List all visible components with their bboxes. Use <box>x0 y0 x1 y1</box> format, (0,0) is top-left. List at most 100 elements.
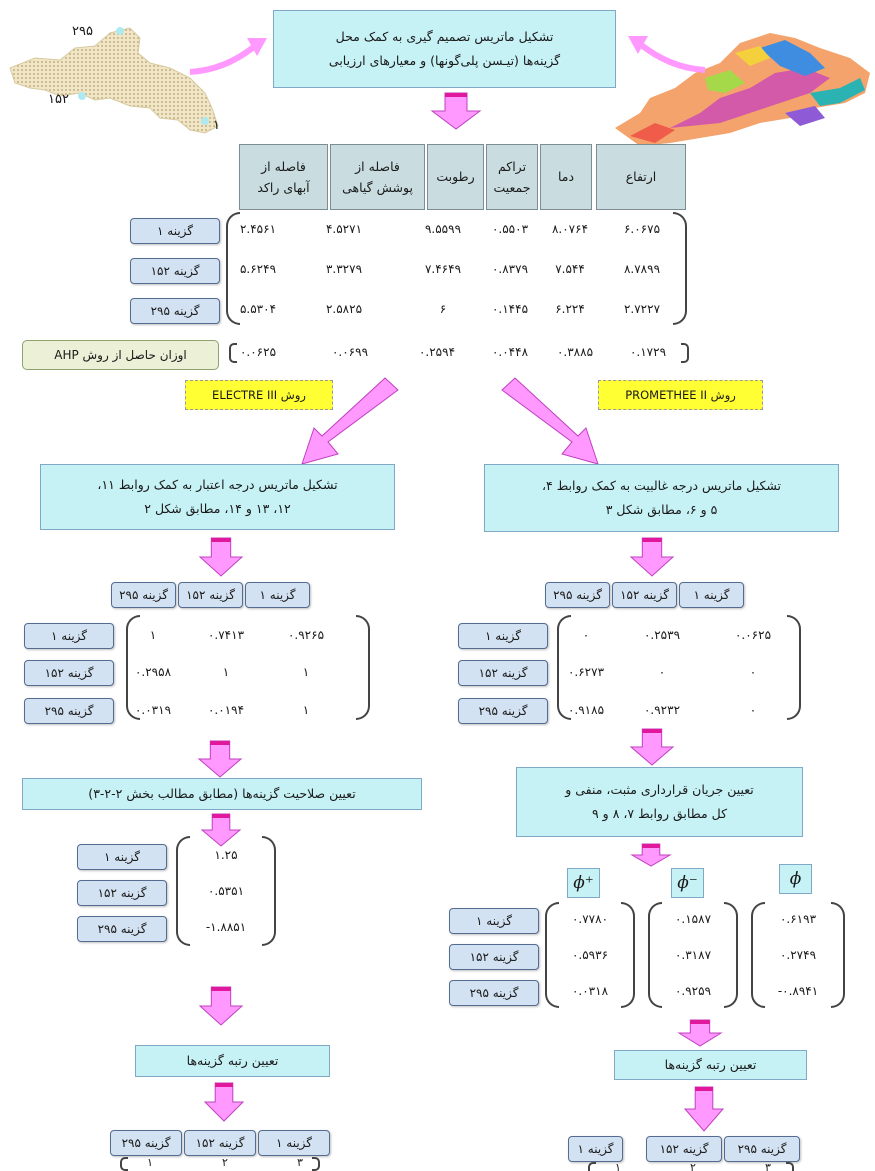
matrix-cell: ۱ <box>302 665 310 679</box>
promethee-method-tag: روش PROMETHEE II <box>598 380 763 410</box>
promethee-matrix-bracket-right <box>787 615 801 720</box>
matrix-cell: ۰.۸۳۷۹ <box>491 262 529 276</box>
electre-rank-bracket-left <box>120 1157 128 1171</box>
matrix-cell: ۵.۶۲۴۹ <box>239 262 277 276</box>
criterion-line1: رطوبت <box>436 169 475 185</box>
rank-value: ۳ <box>765 1161 771 1171</box>
promethee-step1-line1: تشکیل ماتریس درجه غالبیت به کمک روابط ۴، <box>541 478 782 494</box>
electre-step1-box: تشکیل ماتریس درجه اعتبار به کمک روابط ۱۱… <box>40 464 395 530</box>
matrix-col-header: گزینه ۲۹۵ <box>545 582 610 608</box>
map-label-1: ۱ <box>213 118 220 133</box>
electre-method-tag: روش ELECTRE III <box>185 380 333 410</box>
criterion-header: دما <box>540 144 592 210</box>
matrix-cell: ۶ <box>439 302 447 316</box>
rank-header: گزینه ۲۹۵ <box>724 1136 800 1162</box>
qual-row-label: گزینه ۱ <box>77 844 167 870</box>
matrix-cell: ۰.۹۲۳۲ <box>643 703 681 717</box>
rank-value: ۲ <box>690 1161 696 1171</box>
phi-plus-value: ۰.۰۳۱۸ <box>571 984 609 998</box>
matrix-row-label: گزینه ۱۵۲ <box>24 660 114 686</box>
weight-value: ۰.۰۶۹۹ <box>331 345 369 359</box>
phi-minus-value: ۰.۳۱۸۷ <box>674 948 712 962</box>
flow-row-label: گزینه ۱ <box>449 908 539 934</box>
diagonal-arrow-electre <box>301 377 399 465</box>
matrix-cell: ۰.۷۴۱۳ <box>207 628 245 642</box>
down-arrow <box>203 1082 245 1122</box>
electre-step3-box: تعیین رتبه گزینه‌ها <box>135 1045 330 1077</box>
matrix-row-label: گزینه ۲۹۵ <box>458 698 548 724</box>
down-arrow <box>198 537 244 577</box>
matrix-cell: ۹.۵۵۹۹ <box>424 222 462 236</box>
top-box-line2: گزینه‌ها (تیـسن پلی‌گونها) و معیارهای ار… <box>328 53 561 68</box>
matrix-col-header: گزینه ۱ <box>245 582 310 608</box>
matrix-row-label: گزینه ۱ <box>24 623 114 649</box>
promethee-step1-box: تشکیل ماتریس درجه غالبیت به کمک روابط ۴،… <box>484 464 839 532</box>
down-arrow <box>200 813 242 847</box>
matrix-col-header: گزینه ۱ <box>679 582 744 608</box>
weight-value: ۰.۳۸۸۵ <box>556 345 594 359</box>
matrix-cell: ۴.۵۲۷۱ <box>325 222 363 236</box>
matrix-cell: ۰ <box>658 665 666 679</box>
criterion-line1: فاصله از <box>355 158 400 174</box>
map-label-295: ۲۹۵ <box>72 24 93 39</box>
phi-plus-value: ۰.۵۹۳۶ <box>571 948 609 962</box>
matrix-cell: ۰.۰۱۹۴ <box>207 703 245 717</box>
rank-header: گزینه ۱ <box>258 1130 330 1156</box>
weights-bracket-left <box>229 343 237 363</box>
rank-value: ۳ <box>297 1156 303 1169</box>
matrix-cell: ۸.۰۷۶۴ <box>551 222 589 236</box>
down-arrow <box>683 1086 725 1132</box>
criterion-line2: پوشش گیاهی <box>342 180 413 195</box>
matrix-col-header: گزینه ۱۵۲ <box>178 582 243 608</box>
matrix-col-header: گزینه ۲۹۵ <box>111 582 176 608</box>
electre-step1-line2: ۱۲، ۱۳ و ۱۴، مطابق شکل ۲ <box>144 501 291 516</box>
rank-value: ۱ <box>615 1161 621 1171</box>
rank-value: ۱ <box>147 1156 153 1169</box>
down-arrow <box>677 1019 723 1047</box>
rank-header: گزینه ۱ <box>568 1136 623 1162</box>
down-arrow <box>629 537 675 577</box>
qual-value: ۱.۲۵ <box>214 848 238 862</box>
phi-net-bracket-right <box>831 902 845 1008</box>
matrix-cell: ۶.۰۶۷۵ <box>623 222 661 236</box>
flow-row-label: گزینه ۲۹۵ <box>449 980 539 1006</box>
down-arrow <box>630 843 672 867</box>
criterion-line1: دما <box>557 169 575 185</box>
matrix-cell: ۱ <box>222 665 230 679</box>
curved-arrow-left <box>189 38 267 75</box>
down-arrow <box>198 986 244 1026</box>
matrix-cell: ۲.۷۲۲۷ <box>623 302 661 316</box>
diagonal-arrow-promethee <box>501 377 599 465</box>
ahp-weights-label: اوزان حاصل از روش AHP <box>22 340 219 370</box>
criterion-line1: فاصله از <box>261 158 306 174</box>
rank-header: گزینه ۱۵۲ <box>184 1130 256 1156</box>
matrix-cell: ۰.۵۵۰۳ <box>491 222 529 236</box>
electre-step1-line1: تشکیل ماتریس درجه اعتبار به کمک روابط ۱۱… <box>97 477 338 493</box>
alternative-label: گزینه ۱۵۲ <box>130 258 220 284</box>
matrix-cell: ۰ <box>749 665 757 679</box>
rank-value: ۲ <box>222 1156 228 1169</box>
promethee-step1-line2: ۵ و ۶، مطابق شکل ۳ <box>605 502 718 517</box>
matrix-cell: ۲.۵۸۲۵ <box>325 302 363 316</box>
phi-net-label: ϕ <box>779 864 812 894</box>
decision-matrix-step-box: تشکیل ماتریس تصمیم گیری به کمک محل گزینه… <box>273 10 616 88</box>
matrix-cell: ۰.۱۴۴۵ <box>491 302 529 316</box>
rank-header: گزینه ۱۵۲ <box>646 1136 722 1162</box>
study-area-map-left <box>9 27 219 134</box>
phi-net-value: ۰.۶۱۹۳ <box>779 912 817 926</box>
matrix-cell: ۲.۴۵۶۱ <box>239 222 277 236</box>
phi-net-value: -۰.۸۹۴۱ <box>777 984 819 998</box>
qual-value: -۱.۸۸۵۱ <box>205 920 247 934</box>
down-arrow <box>629 728 675 766</box>
matrix-cell: ۰ <box>749 703 757 717</box>
matrix-cell: ۰.۲۹۵۸ <box>134 665 172 679</box>
qual-row-label: گزینه ۲۹۵ <box>77 916 167 942</box>
promethee-step2-box: تعیین جریان قرارداری مثبت، منفی و کل مطا… <box>516 767 803 837</box>
weight-value: ۰.۲۵۹۴ <box>418 345 456 359</box>
top-box-line1: تشکیل ماتریس تصمیم گیری به کمک محل <box>335 29 554 45</box>
matrix-cell: ۵.۵۳۰۴ <box>239 302 277 316</box>
phi-minus-value: ۰.۹۲۵۹ <box>674 984 712 998</box>
weight-value: ۰.۰۶۲۵ <box>239 345 277 359</box>
